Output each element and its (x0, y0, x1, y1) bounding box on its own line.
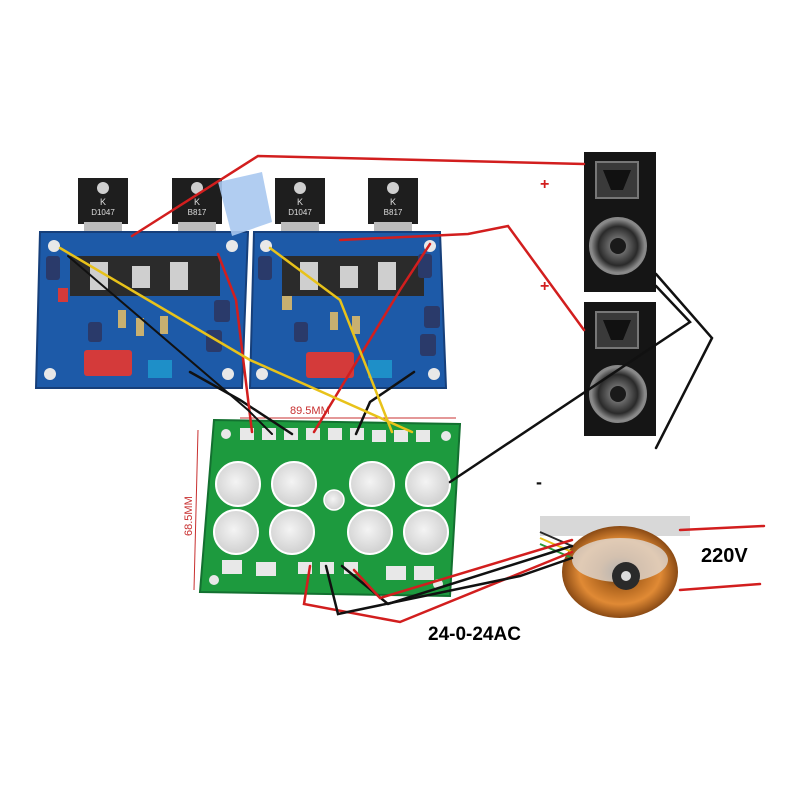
psu-terminal-row (240, 428, 430, 442)
wire-black-amp1-ground (188, 370, 294, 436)
power-supply-board (198, 418, 462, 598)
wire-red-ac-3 (352, 538, 574, 600)
dimension-width: 89.5MM (240, 405, 456, 419)
label-plus-top: + (540, 176, 549, 193)
speaker-top (584, 152, 656, 292)
wire-black-ac-center (324, 556, 574, 616)
dimension-height: 68.5MM (183, 429, 199, 591)
wire-red-amp1-power (216, 252, 254, 434)
label-220v: 220V (701, 545, 748, 567)
label-minus: - (536, 472, 542, 492)
wire-black-amp2-ground (354, 370, 416, 436)
wire-red-speaker-top (130, 154, 586, 238)
transistor-3-brand: K (297, 197, 303, 207)
transistor-2-brand: K (194, 197, 200, 207)
label-24-0-24ac: 24-0-24AC (428, 624, 521, 645)
wire-black-ground (448, 284, 692, 484)
wire-black-ac-2 (340, 544, 574, 606)
transistor-2-marking: B817 (188, 208, 207, 217)
transistor-4: K B817 (368, 178, 418, 240)
wire-red-speaker-bottom (338, 224, 586, 332)
amplifier-board-left: K D1047 K B817 (34, 178, 250, 389)
wire-black-speaker-return (654, 272, 714, 450)
transistor-3: K D1047 (275, 178, 325, 240)
wire-red-mains-1 (678, 524, 766, 532)
transistor-4-marking: B817 (384, 208, 403, 217)
filter-capacitors (213, 461, 451, 555)
wire-red-mains-2 (678, 582, 762, 592)
wire-red-amp2-power (312, 242, 432, 434)
transistor-2: K B817 (172, 178, 222, 240)
toroidal-transformer (539, 516, 690, 618)
wire-black-amp1-signal (67, 255, 273, 435)
wiring (58, 154, 766, 624)
wire-yellow-amp2 (268, 246, 394, 434)
dimension-height-label: 68.5MM (183, 496, 195, 536)
dimension-width-label: 89.5MM (290, 405, 330, 417)
thermal-pad (218, 172, 272, 236)
transistor-1-marking: D1047 (91, 208, 115, 217)
amplifier-board-right: K D1047 K B817 (218, 172, 448, 389)
transistor-1-brand: K (100, 197, 106, 207)
wire-yellow-amp1 (58, 246, 414, 434)
label-plus-bottom: + (540, 278, 549, 295)
wire-red-ac-1 (302, 550, 574, 624)
transistor-3-marking: D1047 (288, 208, 312, 217)
transistor-1: K D1047 (78, 178, 128, 240)
transistor-4-brand: K (390, 197, 396, 207)
